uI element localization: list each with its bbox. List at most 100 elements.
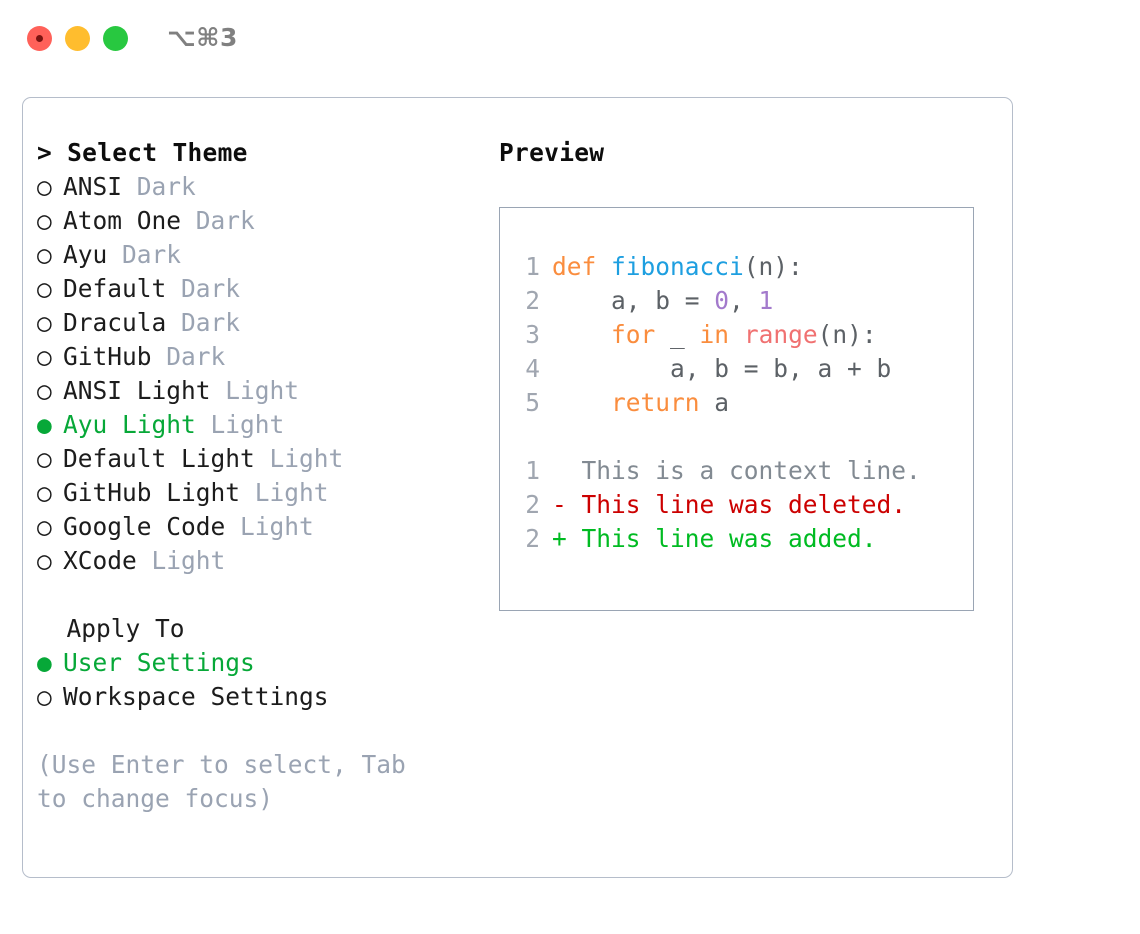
line-number: 2 — [525, 524, 540, 553]
theme-variant-label: Light — [254, 478, 329, 507]
apply-to-list[interactable]: ● User Settings ○ Workspace Settings — [37, 646, 492, 714]
theme-list[interactable]: ○ANSI Dark○Atom One Dark○Ayu Dark○Defaul… — [37, 170, 492, 578]
theme-item-ayu[interactable]: ○ Ayu Dark — [37, 238, 492, 272]
code-token: a, b = — [552, 286, 715, 315]
theme-item-label: ANSI — [63, 172, 137, 201]
theme-item-label: XCode — [63, 546, 152, 575]
radio-unselected-icon: ○ — [37, 682, 52, 711]
theme-variant-label: Light — [151, 546, 226, 575]
line-number: 2 — [525, 490, 540, 519]
line-number: 4 — [525, 354, 540, 383]
theme-item-label: GitHub — [63, 342, 167, 371]
theme-item-dracula[interactable]: ○ Dracula Dark — [37, 306, 492, 340]
theme-item-label: Ayu — [63, 240, 123, 269]
code-token: return — [611, 388, 700, 417]
radio-unselected-icon: ○ — [37, 478, 52, 507]
theme-variant-label: Light — [240, 512, 314, 541]
theme-item-label: Dracula — [63, 308, 182, 337]
diff-text: This is a context line. — [552, 456, 921, 485]
radio-unselected-icon: ○ — [37, 512, 52, 541]
theme-variant-label: Dark — [195, 206, 255, 235]
theme-variant-label: Light — [269, 444, 344, 473]
theme-item-label: GitHub Light — [63, 478, 255, 507]
line-number: 1 — [525, 456, 540, 485]
theme-variant-label: Dark — [122, 240, 182, 269]
code-token — [552, 320, 611, 349]
diff-text: - This line was deleted. — [552, 490, 907, 519]
radio-unselected-icon: ○ — [37, 172, 52, 201]
code-line: 2 a, b = 0, 1 — [514, 284, 973, 318]
line-number: 3 — [525, 320, 540, 349]
theme-item-default[interactable]: ○ Default Dark — [37, 272, 492, 306]
keyboard-hint: (Use Enter to select, Tab to change focu… — [37, 750, 406, 813]
theme-variant-label: Light — [225, 376, 300, 405]
theme-variant-label: Light — [210, 410, 285, 439]
code-token — [552, 388, 611, 417]
minimize-button[interactable] — [65, 26, 90, 51]
apply-to-item-workspace-settings[interactable]: ○ Workspace Settings — [37, 680, 492, 714]
code-token: , — [729, 286, 759, 315]
theme-item-label: ANSI Light — [63, 376, 226, 405]
code-token: (n): — [817, 320, 877, 349]
radio-unselected-icon: ○ — [37, 342, 52, 371]
code-token: fibonacci — [611, 252, 744, 281]
code-token: 1 — [758, 286, 774, 315]
code-token — [729, 320, 744, 349]
diff-line-ctx: 1 This is a context line. — [514, 454, 973, 488]
theme-item-google-code[interactable]: ○ Google Code Light — [37, 510, 492, 544]
window-title: ⌥⌘3 — [167, 23, 238, 52]
code-line: 3 for _ in range(n): — [514, 318, 973, 352]
theme-item-label: Default — [63, 274, 182, 303]
title-bar: ⌥⌘3 — [0, 0, 1140, 76]
theme-item-ayu-light[interactable]: ●Ayu Light Light — [37, 408, 492, 442]
radio-selected-icon: ● — [37, 410, 52, 439]
radio-unselected-icon: ○ — [37, 308, 52, 337]
radio-unselected-icon: ○ — [37, 240, 52, 269]
theme-item-label: Default Light — [63, 444, 270, 473]
close-button[interactable] — [27, 26, 52, 51]
diff-line-add: 2+ This line was added. — [514, 522, 973, 556]
theme-item-default-light[interactable]: ○Default Light Light — [37, 442, 492, 476]
maximize-button[interactable] — [103, 26, 128, 51]
code-token: def — [552, 252, 612, 281]
apply-to-heading: Apply To — [37, 614, 185, 643]
line-number: 5 — [525, 388, 540, 417]
diff-sample: 1 This is a context line.2- This line wa… — [514, 454, 973, 556]
apply-to-item-label: Workspace Settings — [63, 682, 329, 711]
code-token: (n): — [743, 252, 803, 281]
diff-line-del: 2 - This line was deleted. — [514, 488, 973, 522]
code-line: 4 a, b = b, a + b — [514, 352, 973, 386]
code-diff-gap — [514, 420, 973, 454]
select-theme-heading: > Select Theme — [37, 138, 248, 167]
code-token: in — [699, 320, 730, 349]
theme-item-ansi[interactable]: ○ ANSI Dark — [37, 170, 492, 204]
traffic-light-group — [27, 26, 128, 51]
radio-unselected-icon: ○ — [37, 546, 52, 575]
radio-selected-icon: ● — [37, 648, 52, 677]
theme-variant-label: Dark — [181, 274, 241, 303]
theme-variant-label: Dark — [166, 342, 226, 371]
left-column: > Select Theme ○ANSI Dark○Atom One Dark○… — [37, 136, 492, 816]
theme-variant-label: Dark — [181, 308, 241, 337]
theme-item-xcode[interactable]: ○ XCode Light — [37, 544, 492, 578]
theme-item-atom-one[interactable]: ○Atom One Dark — [37, 204, 492, 238]
theme-variant-label: Dark — [136, 172, 196, 201]
apply-to-item-label: User Settings — [63, 648, 255, 677]
radio-unselected-icon: ○ — [37, 206, 52, 235]
preview-heading: Preview — [499, 138, 605, 167]
theme-item-ansi-light[interactable]: ○ ANSI Light Light — [37, 374, 492, 408]
theme-item-github-light[interactable]: ○ GitHub Light Light — [37, 476, 492, 510]
radio-unselected-icon: ○ — [37, 274, 52, 303]
line-number: 2 — [525, 286, 540, 315]
theme-item-label: Google Code — [63, 512, 241, 541]
theme-item-github[interactable]: ○ GitHub Dark — [37, 340, 492, 374]
code-token: a — [699, 388, 730, 417]
radio-unselected-icon: ○ — [37, 376, 52, 405]
code-token: for — [611, 320, 656, 349]
code-token: range — [743, 320, 818, 349]
apply-to-item-user-settings[interactable]: ● User Settings — [37, 646, 492, 680]
